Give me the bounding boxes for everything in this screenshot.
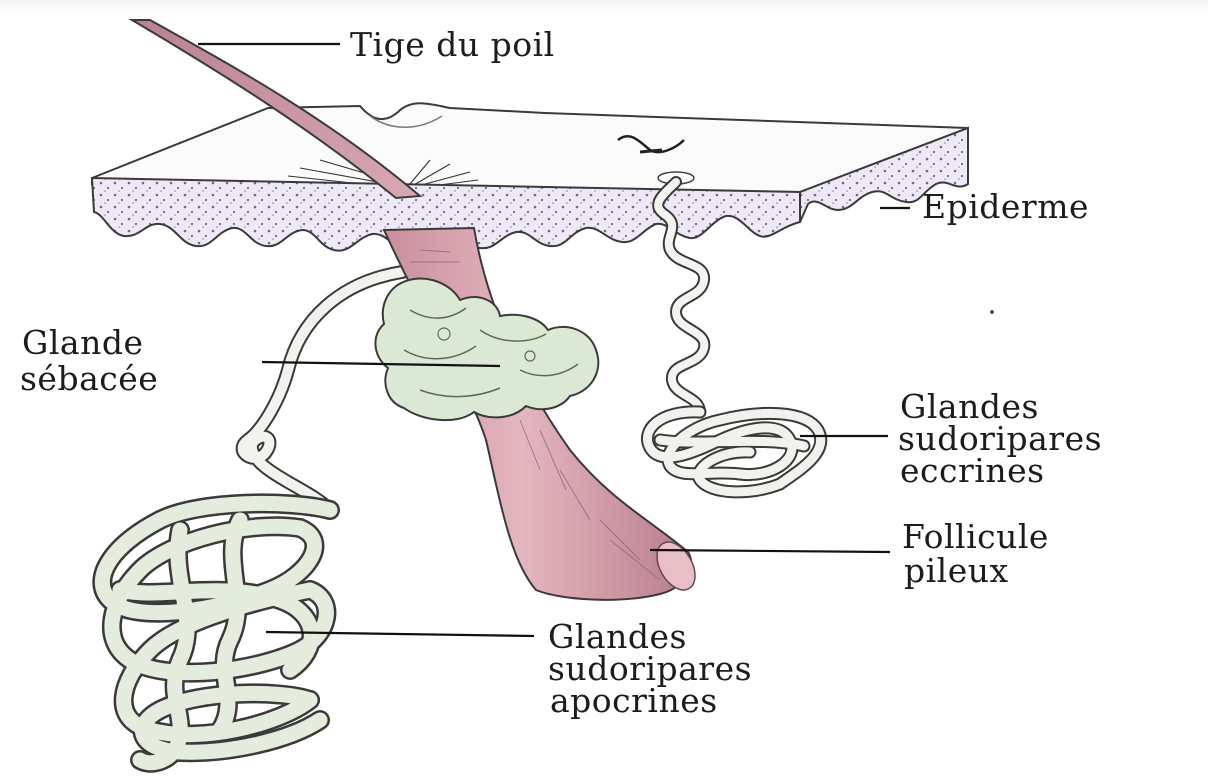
- label-glande-sebacee-line2: sébacée: [20, 359, 158, 398]
- stray-mark: [990, 310, 994, 314]
- label-epiderme: Epiderme: [922, 187, 1089, 226]
- sebaceous-gland: [375, 279, 598, 421]
- label-glandes-apocrines-line3: apocrines: [550, 681, 718, 720]
- eccrine-gland-coil: [647, 412, 820, 492]
- label-glande-sebacee-line1: Glande: [22, 323, 144, 362]
- label-glandes-eccrines-line3: eccrines: [900, 451, 1045, 490]
- label-tige-du-poil: Tige du poil: [350, 25, 555, 64]
- label-follicule-line2: pileux: [904, 551, 1009, 590]
